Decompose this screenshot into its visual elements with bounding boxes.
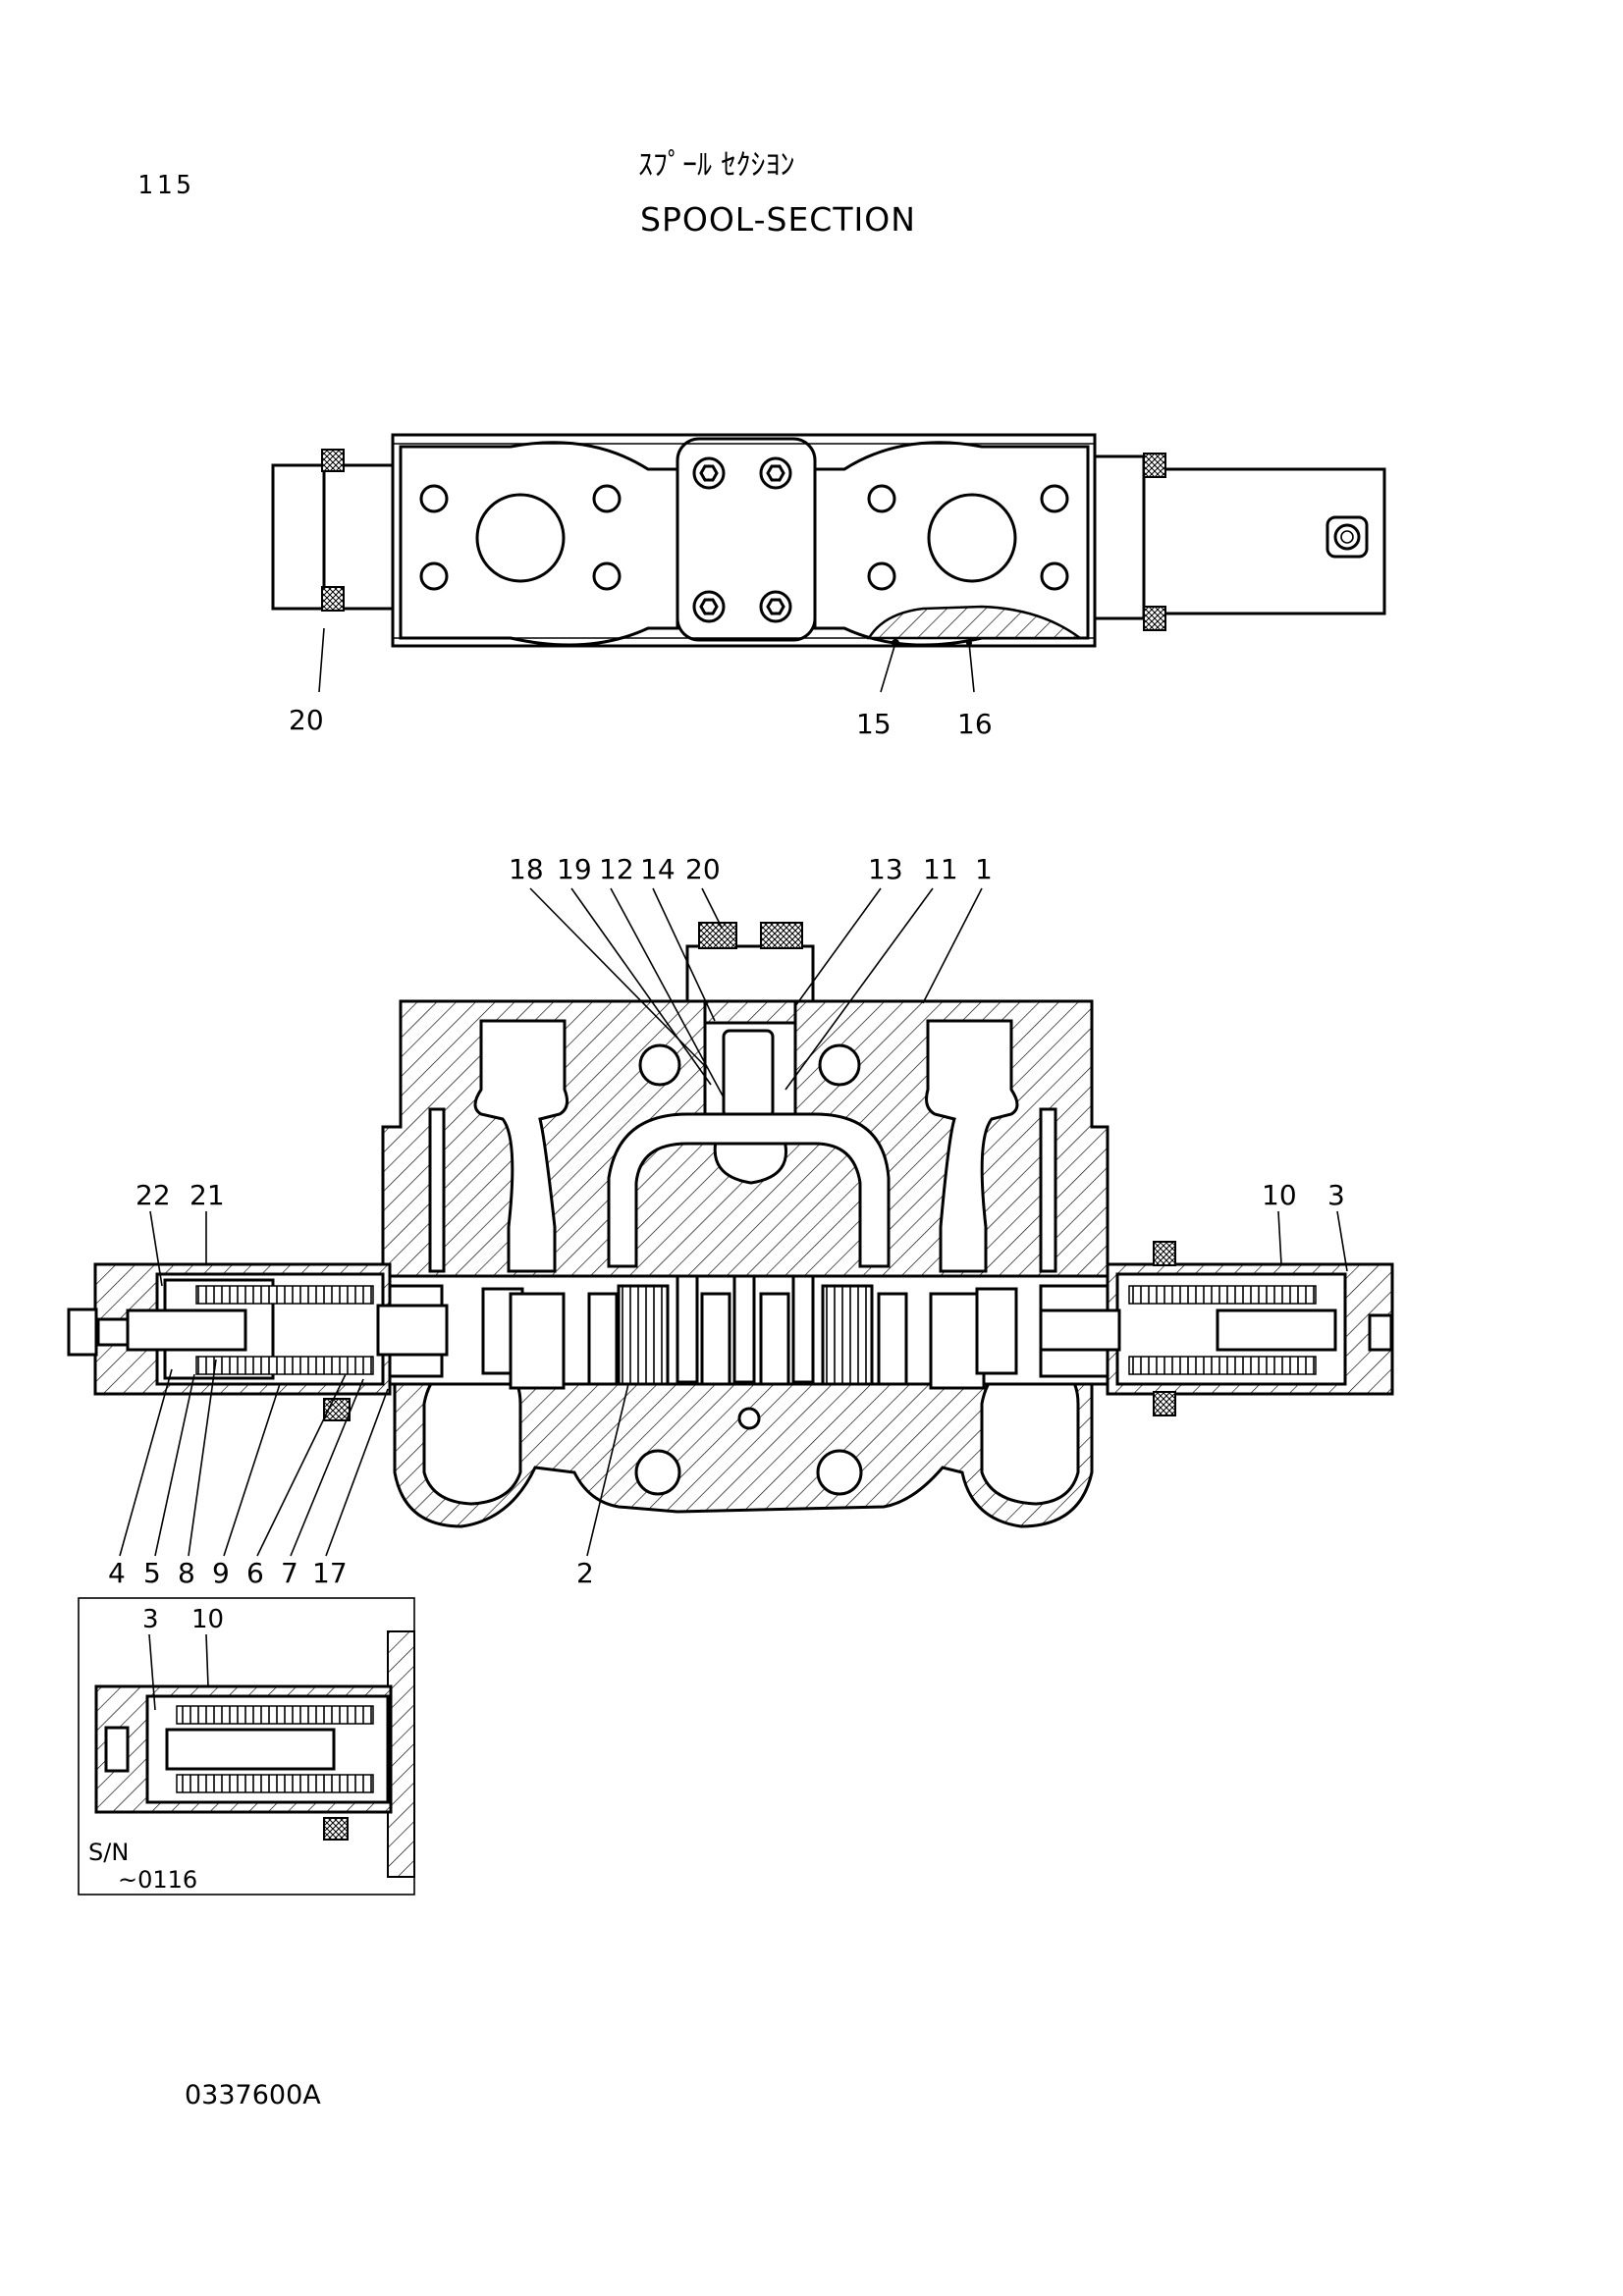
plug-right-bottom: [1143, 606, 1166, 631]
callout-12: 12: [599, 853, 634, 885]
callout-22: 22: [135, 1179, 171, 1211]
page-number: 115: [137, 171, 195, 200]
callout-7: 7: [281, 1557, 298, 1589]
plug-right-top: [1143, 453, 1166, 478]
callout-14: 14: [640, 853, 676, 885]
drawing-number: 0337600A: [185, 2080, 321, 2110]
plug-20-left-top: [321, 449, 345, 472]
callout-4: 4: [108, 1557, 126, 1589]
callout-top-16: 16: [957, 708, 993, 740]
plug-20-left-bottom: [321, 586, 345, 612]
callout-18: 18: [509, 853, 544, 885]
title-japanese: ｽﾌﾟｰﾙ ｾｸｼﾖﾝ: [638, 148, 795, 183]
callout-20: 20: [685, 853, 721, 885]
callout-6: 6: [246, 1557, 264, 1589]
serial-range: ~0116: [118, 1866, 197, 1894]
section-view: 18 19 12 14 20 13 11 1 22 21 10 3 4 5 8: [67, 853, 1394, 1589]
callout-top-15: 15: [856, 708, 892, 740]
callout-9: 9: [212, 1557, 230, 1589]
callout-3: 3: [1327, 1179, 1345, 1211]
plug-20-section-left: [698, 922, 737, 949]
inset-callout-10: 10: [191, 1605, 224, 1634]
plug-inset: [323, 1817, 349, 1841]
callout-21: 21: [189, 1179, 225, 1211]
callout-2: 2: [576, 1557, 594, 1589]
inset-callout-3: 3: [142, 1605, 159, 1634]
callout-17: 17: [312, 1557, 348, 1589]
inset-detail: 3 10 S/N ~0116: [78, 1597, 415, 1896]
serial-label: S/N: [88, 1839, 129, 1866]
callout-19: 19: [557, 853, 592, 885]
title-english: SPOOL-SECTION: [640, 200, 916, 239]
callout-11: 11: [923, 853, 958, 885]
plug-right-section-bottom: [1153, 1391, 1176, 1416]
callout-8: 8: [178, 1557, 195, 1589]
callout-5: 5: [143, 1557, 161, 1589]
callout-13: 13: [868, 853, 903, 885]
callout-10: 10: [1262, 1179, 1297, 1211]
top-view: 20 15 16: [271, 433, 1386, 740]
plug-right-section-top: [1153, 1241, 1176, 1266]
callout-1: 1: [975, 853, 993, 885]
plug-20-section-right: [760, 922, 803, 949]
callout-top-20: 20: [289, 704, 324, 736]
